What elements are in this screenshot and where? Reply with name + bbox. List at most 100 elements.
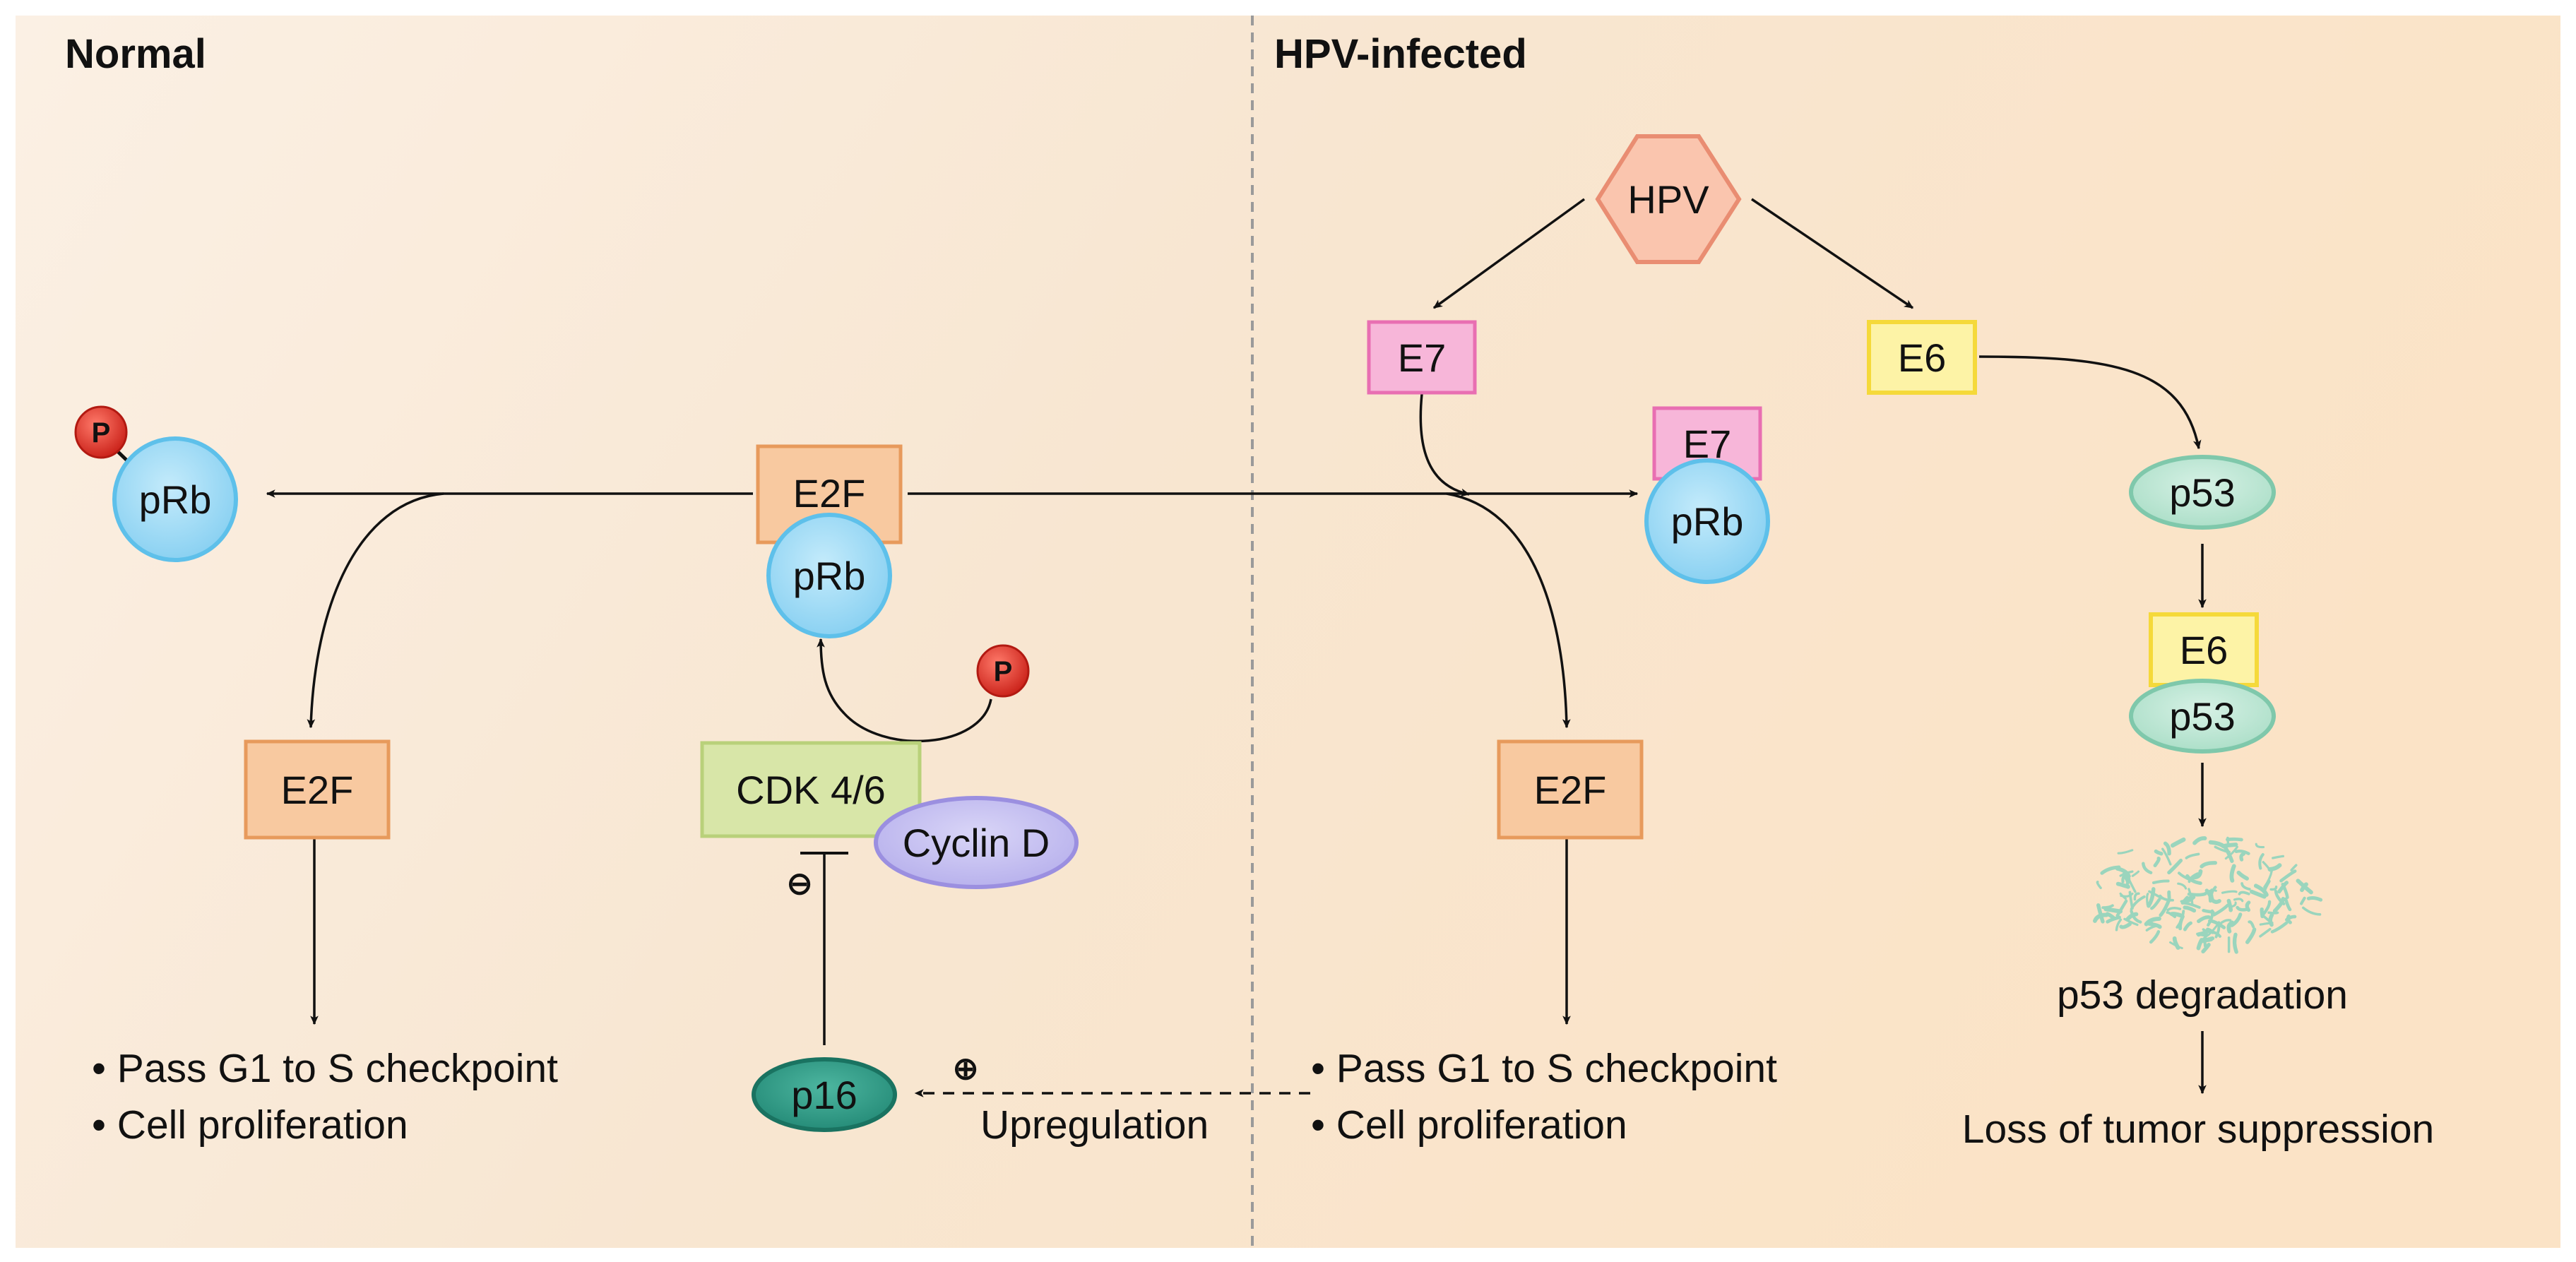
hpv-virus — [1595, 134, 1742, 264]
p53-fragment — [2093, 912, 2109, 923]
p53-fragment — [2302, 906, 2322, 916]
p53-fragment — [2202, 937, 2214, 942]
p53-fragment — [2197, 915, 2211, 924]
p53-fragment — [2130, 895, 2146, 911]
normal-outcome-2-text: Cell proliferation — [117, 1102, 408, 1148]
p53-fragment — [2196, 929, 2207, 936]
p53-fragment — [2236, 870, 2249, 881]
loss-label: Loss of tumor suppression — [1962, 1107, 2435, 1152]
bullet-dot: • — [1311, 1046, 1336, 1091]
e7-label: E7 — [1398, 335, 1447, 380]
arrow-hpv-to-e7 — [1432, 198, 1586, 309]
e6-box — [1867, 320, 1977, 395]
arrow-release-e2f — [307, 492, 444, 729]
p53-fragment — [2145, 924, 2157, 931]
p53-fragment — [2144, 916, 2161, 927]
p53-fragment — [2150, 898, 2161, 910]
degraded-p53-fragments — [2093, 836, 2323, 954]
p53-fragment — [2300, 896, 2306, 905]
panel-title-normal: Normal — [65, 31, 206, 77]
hpv-label: HPV — [1627, 177, 1709, 222]
p53-fragment — [2221, 890, 2238, 894]
p53-fragment — [2268, 912, 2274, 927]
p53-fragment — [2238, 891, 2250, 895]
p16-label: p16 — [791, 1073, 857, 1117]
p53-fragment — [2101, 904, 2114, 910]
p53-fragment — [2133, 892, 2140, 901]
normal-outcome-2: • Cell proliferation — [92, 1102, 408, 1148]
e2f-free-hpv-label: E2F — [1534, 768, 1607, 812]
p53-fragment — [2214, 845, 2231, 853]
p53-fragment — [2196, 938, 2204, 951]
cdk-box — [700, 741, 922, 838]
p53-fragment — [2177, 882, 2188, 890]
p53-fragment — [2229, 864, 2236, 883]
cdk-label: CDK 4/6 — [736, 768, 886, 812]
p53-fragment — [2096, 881, 2102, 889]
p53-fragment — [2261, 900, 2272, 917]
p53-fragment — [2214, 921, 2221, 939]
p53-degradation-label: p53 degradation — [2057, 972, 2348, 1018]
normal-outcome-1: • Pass G1 to S checkpoint — [92, 1046, 558, 1091]
p53-fragment — [2226, 898, 2233, 912]
p53-fragment — [2233, 898, 2244, 903]
e7-box — [1367, 320, 1477, 395]
p53-fragment — [2270, 921, 2289, 934]
p53-fragment — [2183, 905, 2197, 913]
p53-fragment — [2306, 896, 2323, 902]
p53-fragment — [2277, 881, 2289, 894]
hpv-outcome-1: • Pass G1 to S checkpoint — [1311, 1046, 1777, 1091]
p53-fragment — [2232, 932, 2238, 954]
arrow-hpv-to-e6 — [1751, 198, 1914, 309]
inhibit-sign: ⊖ — [787, 867, 813, 901]
e2f-complex-label: E2F — [793, 471, 866, 516]
prb-complex-label: pRb — [793, 554, 866, 598]
plus-sign: ⊕ — [953, 1052, 979, 1086]
p53-fragment — [2146, 893, 2149, 906]
p53-fragment — [2290, 864, 2298, 871]
bullet-dot: • — [1311, 1102, 1336, 1148]
cyclin-label: Cyclin D — [903, 821, 1050, 865]
p53-fragment — [2119, 922, 2132, 929]
p53-fragment — [2106, 915, 2121, 924]
p53-fragment — [2192, 836, 2207, 845]
p-badge-cdk-label: P — [994, 656, 1013, 687]
p53-fragment — [2259, 927, 2272, 938]
p-badge-top-label: P — [92, 417, 111, 448]
p53-fragment — [2206, 927, 2215, 934]
normal-outcome-1-text: Pass G1 to S checkpoint — [117, 1046, 558, 1091]
p53-fragment — [2153, 856, 2161, 868]
p53-fragment — [2219, 919, 2232, 926]
p-badge-top — [74, 405, 128, 459]
arrow-e6-to-p53 — [1978, 355, 2202, 450]
panel-title-hpv: HPV-infected — [1274, 31, 1527, 77]
arrow-e2f-release-hpv — [1446, 492, 1571, 729]
p53-fragment — [2142, 862, 2153, 874]
e6-label: E6 — [1898, 335, 1947, 380]
p53-fragment — [2208, 888, 2214, 903]
p53-fragment — [2258, 853, 2265, 870]
p53-fragment — [2123, 875, 2130, 886]
p-badge-cdk — [976, 644, 1030, 698]
p53-fragment — [2147, 887, 2156, 908]
p53-fragment — [2152, 879, 2170, 884]
p53-fragment — [2172, 936, 2180, 950]
p53-fragment — [2204, 889, 2217, 895]
p53-fragment — [2170, 837, 2186, 848]
p53-fragment — [2184, 895, 2196, 903]
e2f-free-hpv-box — [1497, 739, 1644, 840]
p53-fragment — [2245, 927, 2257, 944]
cyclin-d — [874, 796, 1079, 889]
p53-fragment — [2166, 907, 2182, 912]
hpv-outcome-2: • Cell proliferation — [1311, 1102, 1627, 1148]
p53-fragment — [2115, 918, 2123, 931]
p53-fragment — [2103, 907, 2123, 914]
p53-fragment — [2226, 837, 2243, 842]
panel-background — [16, 16, 2560, 1248]
p53-fragment — [2166, 911, 2176, 919]
e6-bound-label: E6 — [2180, 628, 2228, 672]
p53-fragment — [2183, 921, 2192, 931]
bullet-dot: • — [92, 1046, 117, 1091]
p53-fragment — [2159, 898, 2171, 917]
